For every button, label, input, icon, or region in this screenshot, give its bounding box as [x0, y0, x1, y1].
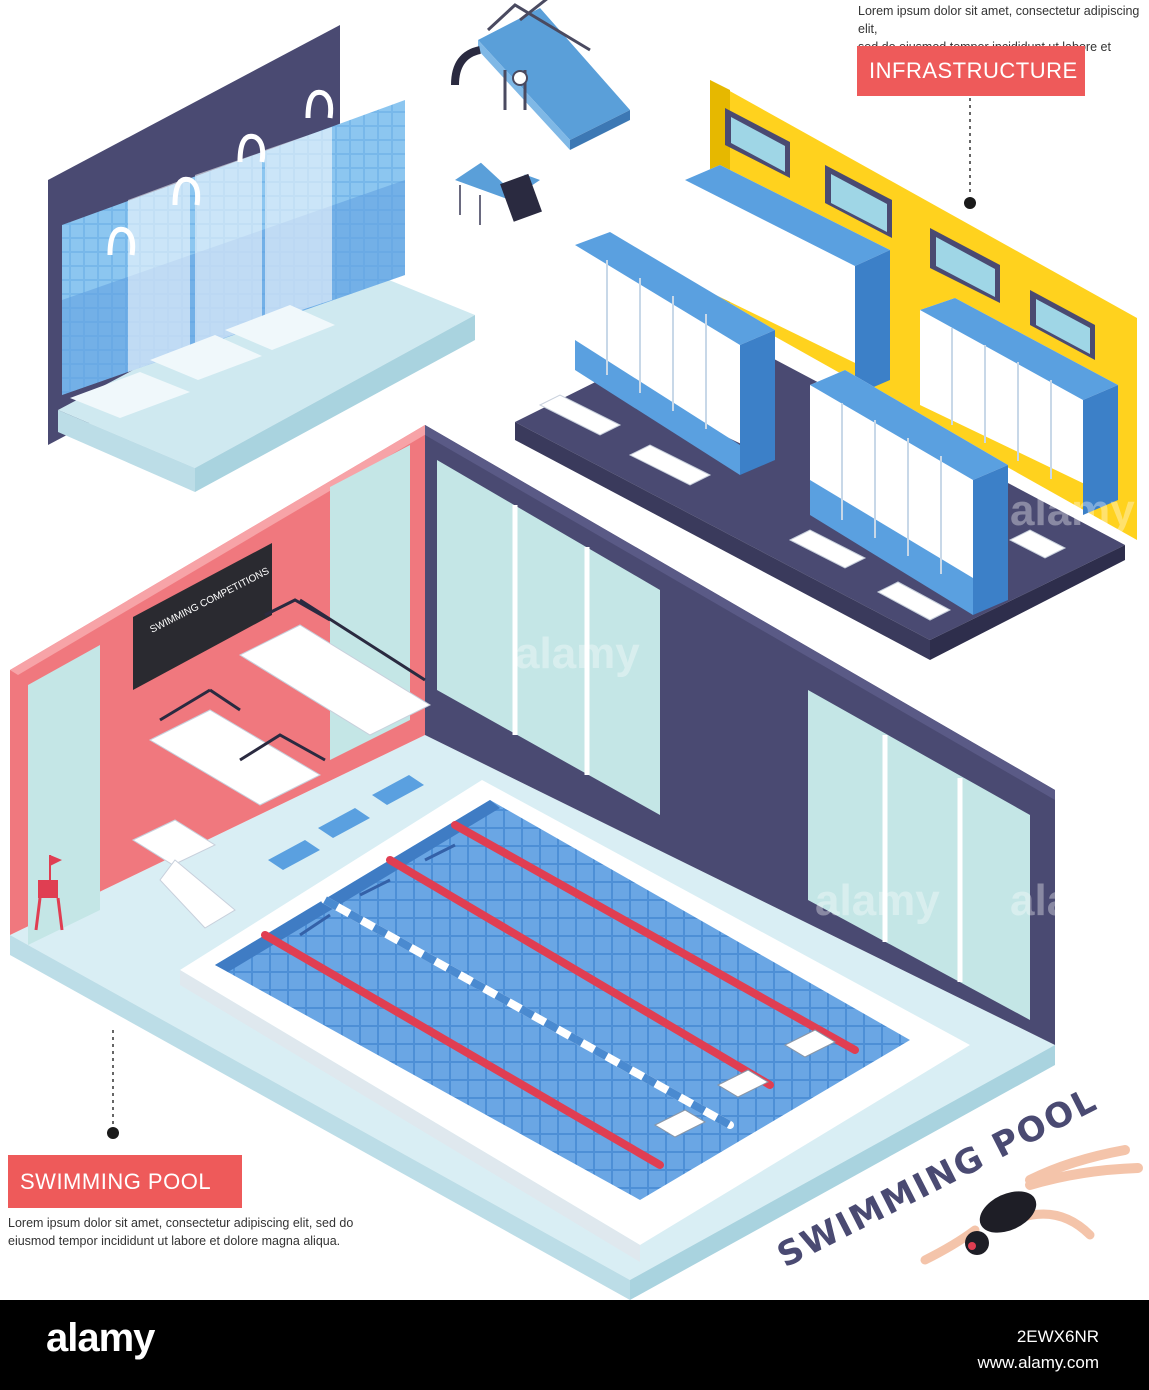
- infrastructure-label-text: INFRASTRUCTURE: [869, 58, 1078, 83]
- watermark: alamy: [1010, 876, 1135, 925]
- swimming-pool-description-line1: Lorem ipsum dolor sit amet, consectetur …: [8, 1216, 354, 1230]
- swimming-pool-description-line2: eiusmod tempor incididunt ut labore et d…: [8, 1234, 341, 1248]
- stock-image-info: 2EWX6NR www.alamy.com: [977, 1324, 1099, 1376]
- swimmer: [920, 1145, 1143, 1265]
- watermark: alamy: [1010, 486, 1135, 535]
- locker-room: [515, 80, 1137, 660]
- shower-room: [48, 25, 475, 492]
- isometric-scene: SWIMMING COMPETITIONS: [10, 0, 1143, 1300]
- swimming-pool-label: SWIMMING POOL: [8, 1155, 242, 1208]
- watermark: alamy: [815, 876, 940, 925]
- swimming-pool-description: Lorem ipsum dolor sit amet, consectetur …: [8, 1214, 368, 1250]
- swimming-pool-label-text: SWIMMING POOL: [20, 1168, 212, 1194]
- lifeguard-chair: [34, 855, 64, 931]
- stock-footer: [0, 1300, 1149, 1390]
- pool-hall: SWIMMING COMPETITIONS: [10, 425, 1135, 1300]
- infrastructure-label: INFRASTRUCTURE: [857, 46, 1085, 96]
- watermark: alamy: [515, 629, 640, 678]
- swimming-pool-pointer: [107, 1030, 119, 1139]
- stock-site: www.alamy.com: [977, 1353, 1099, 1372]
- stock-logo: alamy: [46, 1316, 155, 1360]
- infrastructure-pointer: [964, 98, 976, 209]
- infrastructure-description-line1: Lorem ipsum dolor sit amet, consectetur …: [858, 4, 1140, 36]
- diving-board-equipment: [451, 0, 630, 225]
- stock-image-id: 2EWX6NR: [1016, 1327, 1099, 1346]
